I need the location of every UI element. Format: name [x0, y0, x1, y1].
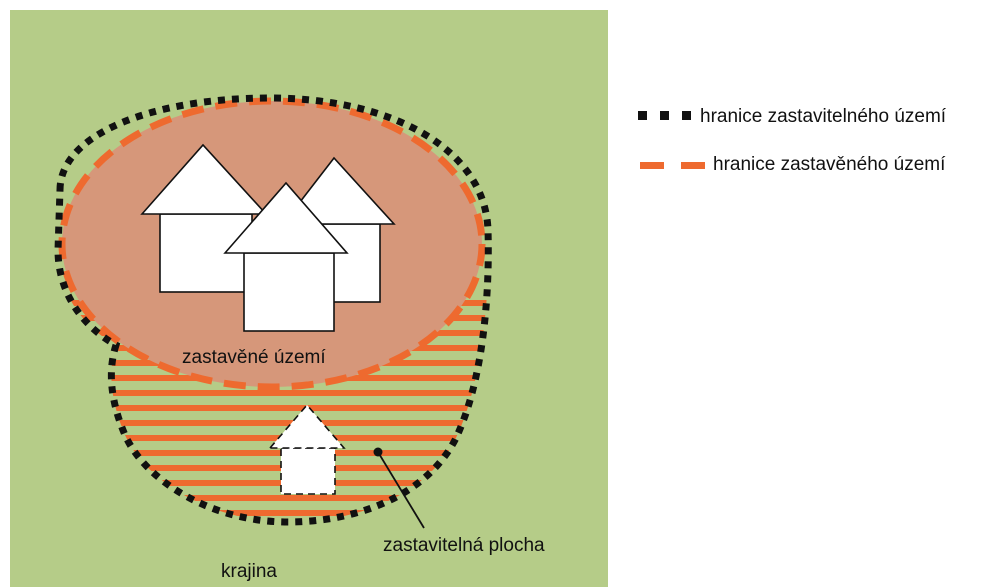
- built-area-label: zastavěné území: [182, 347, 326, 368]
- stripe: [58, 420, 489, 426]
- legend-symbol-black-squares: [638, 111, 691, 120]
- legend-symbol-orange-dashes: [640, 162, 705, 169]
- stripe: [58, 405, 489, 411]
- landscape-label: krajina: [221, 561, 277, 582]
- stripe: [58, 495, 489, 501]
- stripe: [58, 510, 489, 516]
- buildable-area-pointer: [377, 451, 425, 529]
- house-front: [223, 181, 349, 332]
- legend-item-buildable-boundary: hranice zastavitelného území: [638, 106, 947, 127]
- legend-label-buildable-boundary: hranice zastavitelného území: [700, 106, 947, 127]
- buildable-area-pointer-dot: [373, 447, 383, 457]
- stripe: [58, 390, 489, 396]
- legend-label-built-boundary: hranice zastavěného území: [713, 154, 946, 175]
- legend: hranice zastavitelného území hranice zas…: [638, 106, 947, 175]
- legend-item-built-boundary: hranice zastavěného území: [640, 154, 946, 175]
- buildable-territory-boundary: [54, 94, 492, 526]
- stripe: [58, 450, 489, 456]
- stripe: [58, 465, 489, 471]
- buildable-area-label: zastavitelná plocha: [383, 535, 545, 556]
- built-area-boundary: [58, 97, 486, 391]
- stripe: [58, 435, 489, 441]
- planned-house: [268, 403, 346, 495]
- stripe: [58, 480, 489, 486]
